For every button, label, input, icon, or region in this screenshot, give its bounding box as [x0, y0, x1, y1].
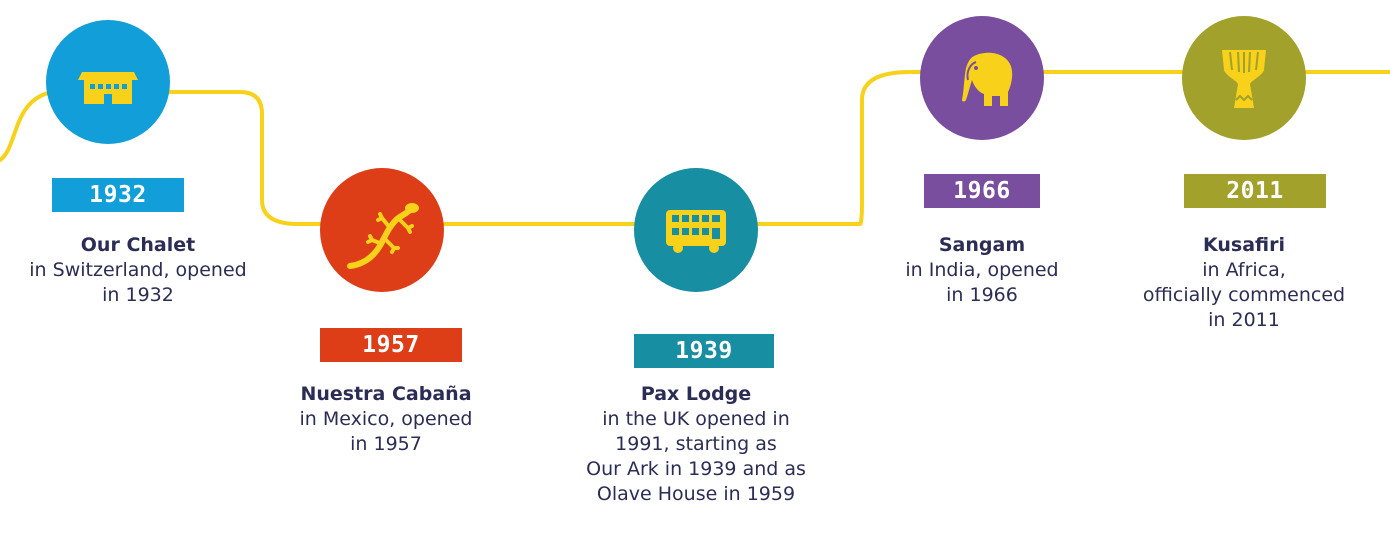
- centre-desc-line: in 1957: [350, 433, 422, 455]
- caption-nuestra-cabana: Nuestra Cabaña in Mexico, opened in 1957: [246, 381, 526, 457]
- centre-name: Pax Lodge: [640, 383, 752, 405]
- centre-desc-line: in 2011: [1208, 309, 1280, 331]
- centre-desc-line: in Africa,: [1202, 259, 1286, 281]
- centre-desc-line: in Switzerland, opened: [29, 259, 247, 281]
- caption-sangam: Sangam in India, opened in 1966: [842, 232, 1122, 308]
- centre-desc-line: Our Ark in 1939 and as: [586, 458, 806, 480]
- centre-desc-line: in 1932: [102, 284, 174, 306]
- year-tag-1957: 1957: [320, 328, 462, 362]
- year-tag-2011: 2011: [1184, 174, 1326, 208]
- djembe-drum-icon: [1222, 50, 1266, 108]
- year-tag-1932: 1932: [52, 178, 184, 212]
- centre-name: Our Chalet: [80, 234, 196, 256]
- double-decker-bus-icon: [666, 210, 726, 253]
- year-tag-1966: 1966: [924, 174, 1040, 208]
- node-nuestra-cabana: [320, 168, 444, 292]
- chalet-icon: [78, 72, 138, 104]
- centre-name: Nuestra Cabaña: [300, 383, 472, 405]
- year-tag-1939: 1939: [634, 334, 774, 368]
- timeline-path: [0, 70, 1390, 226]
- caption-pax-lodge: Pax Lodge in the UK opened in 1991, star…: [556, 381, 836, 507]
- centre-desc-line: in Mexico, opened: [299, 408, 473, 430]
- centre-desc-line: in the UK opened in: [602, 408, 790, 430]
- node-pax-lodge: [634, 168, 758, 292]
- centre-name: Sangam: [938, 234, 1026, 256]
- gecko-icon: [347, 203, 419, 269]
- elephant-icon: [962, 52, 1013, 106]
- centre-desc-line: Olave House in 1959: [596, 483, 796, 505]
- centre-desc-line: in 1966: [946, 284, 1018, 306]
- node-kusafiri: [1182, 16, 1306, 140]
- node-sangam: [920, 16, 1044, 140]
- caption-kusafiri: Kusafiri in Africa, officially commenced…: [1104, 232, 1384, 333]
- node-our-chalet: [46, 20, 170, 144]
- centre-name: Kusafiri: [1202, 234, 1285, 256]
- centre-desc-line: in India, opened: [905, 259, 1059, 281]
- centre-desc-line: officially commenced: [1142, 284, 1346, 306]
- caption-our-chalet: Our Chalet in Switzerland, opened in 193…: [0, 232, 278, 308]
- centre-desc-line: 1991, starting as: [615, 433, 777, 455]
